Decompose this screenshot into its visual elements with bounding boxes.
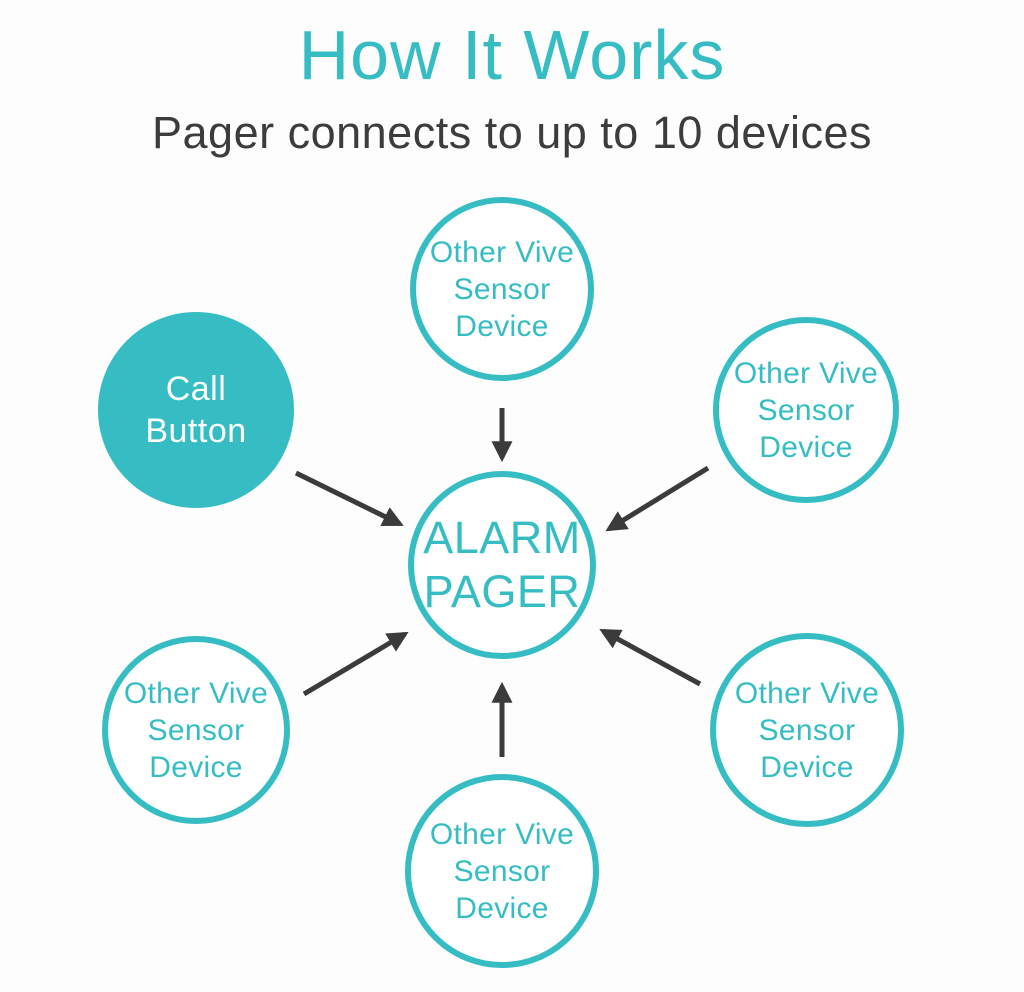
node-sensor-top: Other Vive Sensor Device	[410, 197, 594, 381]
page-subtitle: Pager connects to up to 10 devices	[152, 107, 872, 158]
arrow-lower-left-to-center	[302, 631, 409, 697]
node-label-line: Call	[165, 370, 227, 408]
arrow-lower-right-to-center	[599, 628, 702, 687]
node-label-line: ALARM	[423, 512, 581, 563]
node-alarm-pager: ALARM PAGER	[408, 471, 596, 659]
node-label-line: Device	[760, 750, 854, 784]
node-label-line: Sensor	[453, 854, 551, 888]
node-call-button: Call Button	[98, 312, 294, 508]
node-label-line: Device	[759, 430, 853, 464]
node-sensor-upper-right: Other Vive Sensor Device	[713, 317, 899, 503]
node-label-line: Sensor	[758, 713, 856, 747]
node-label-line: Sensor	[453, 272, 551, 306]
node-label-line: Other Vive	[429, 235, 575, 269]
node-label-line: Other Vive	[733, 356, 879, 390]
node-label-line: Sensor	[757, 393, 855, 427]
node-sensor-bottom: Other Vive Sensor Device	[405, 774, 599, 968]
arrow-upper-right-to-center	[605, 465, 710, 532]
node-label-line: Device	[149, 750, 243, 784]
page-title: How It Works	[298, 16, 726, 94]
arrow-callbutton-to-center	[294, 470, 404, 527]
node-label-line: Other Vive	[429, 817, 575, 851]
node-label-line: Device	[455, 891, 549, 925]
node-label-line: PAGER	[423, 566, 581, 617]
node-sensor-lower-left: Other Vive Sensor Device	[102, 636, 290, 824]
node-label-line: Other Vive	[123, 676, 269, 710]
node-label-line: Other Vive	[734, 676, 880, 710]
node-label-line: Device	[455, 309, 549, 343]
node-label-line: Sensor	[147, 713, 245, 747]
node-label-line: Button	[145, 412, 247, 450]
node-sensor-lower-right: Other Vive Sensor Device	[710, 633, 904, 827]
